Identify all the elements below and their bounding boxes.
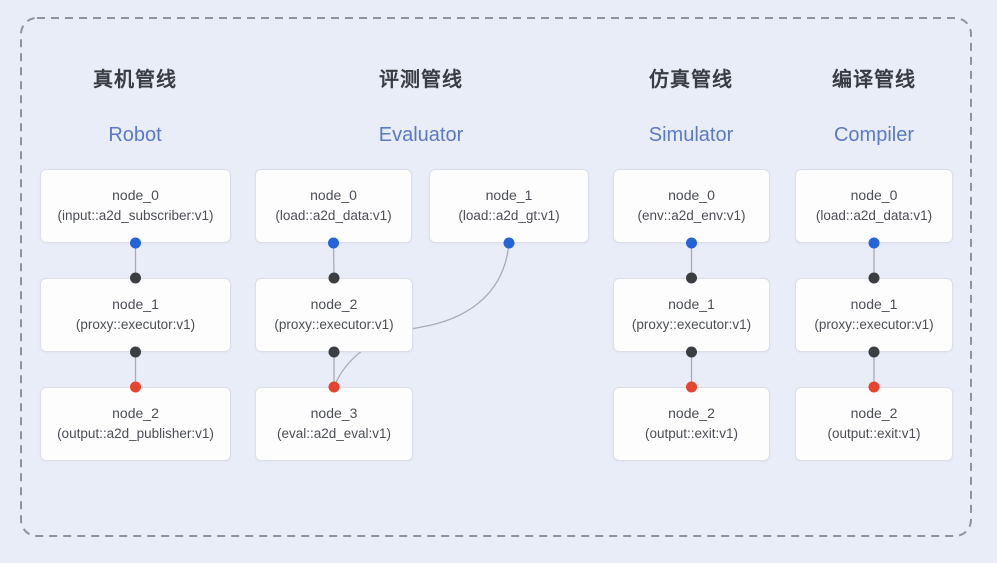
node-name: node_2 [668,405,715,422]
node-card-compiler-node_0: node_0(load::a2d_data:v1) [795,169,953,243]
node-card-compiler-node_1: node_1(proxy::executor:v1) [795,278,953,352]
node-card-evaluator-node_0: node_0(load::a2d_data:v1) [255,169,412,243]
node-card-robot-node_1: node_1(proxy::executor:v1) [40,278,231,352]
node-type: (env::a2d_env:v1) [637,207,746,223]
node-card-simulator-node_0: node_0(env::a2d_env:v1) [613,169,770,243]
node-type: (load::a2d_data:v1) [815,207,933,223]
node-card-robot-node_2: node_2(output::a2d_publisher:v1) [40,387,231,461]
pipeline-title-en-compiler: Compiler [833,124,915,146]
node-name: node_0 [112,187,159,204]
pipeline-title-zh-simulator: 仿真管线 [649,69,733,91]
node-card-evaluator-node_1: node_1(load::a2d_gt:v1) [429,169,589,243]
node-type: (output::exit:v1) [827,425,921,441]
node-name: node_2 [310,296,358,313]
node-name: node_0 [850,187,898,204]
node-type: (input::a2d_subscriber:v1) [57,207,214,223]
node-name: node_2 [850,405,898,422]
node-card-evaluator-node_3: node_3(eval::a2d_eval:v1) [255,387,413,461]
node-name: node_3 [310,405,358,422]
node-type: (output::a2d_publisher:v1) [57,425,214,441]
pipeline-title-zh-evaluator: 评测管线 [379,69,463,91]
node-card-simulator-node_1: node_1(proxy::executor:v1) [613,278,770,352]
node-name: node_0 [310,187,357,204]
dashed-frame [20,17,972,537]
node-name: node_1 [668,296,715,313]
node-type: (proxy::executor:v1) [631,316,752,332]
node-type: (load::a2d_gt:v1) [458,207,560,223]
node-card-simulator-node_2: node_2(output::exit:v1) [613,387,770,461]
node-type: (proxy::executor:v1) [814,316,934,332]
pipeline-title-en-robot: Robot [108,124,162,146]
pipeline-title-en-evaluator: Evaluator [378,124,464,146]
node-card-evaluator-node_2: node_2(proxy::executor:v1) [255,278,413,352]
pipeline-title-zh-robot: 真机管线 [93,69,177,91]
node-card-robot-node_0: node_0(input::a2d_subscriber:v1) [40,169,231,243]
node-type: (eval::a2d_eval:v1) [276,425,392,441]
node-type: (load::a2d_data:v1) [275,207,392,223]
node-type: (proxy::executor:v1) [274,316,394,332]
pipeline-title-zh-compiler: 编译管线 [832,69,916,91]
pipeline-title-en-simulator: Simulator [648,124,734,146]
node-name: node_1 [850,296,898,313]
node-name: node_0 [668,187,715,204]
node-name: node_2 [112,405,159,422]
edge-evaluator-node_0-to-node_2 [332,242,335,279]
node-name: node_1 [485,187,533,204]
node-type: (proxy::executor:v1) [75,316,196,332]
edge-evaluator-node_1-to-node_3 [333,242,510,388]
node-card-compiler-node_2: node_2(output::exit:v1) [795,387,953,461]
node-type: (output::exit:v1) [644,425,739,441]
node-name: node_1 [112,296,159,313]
